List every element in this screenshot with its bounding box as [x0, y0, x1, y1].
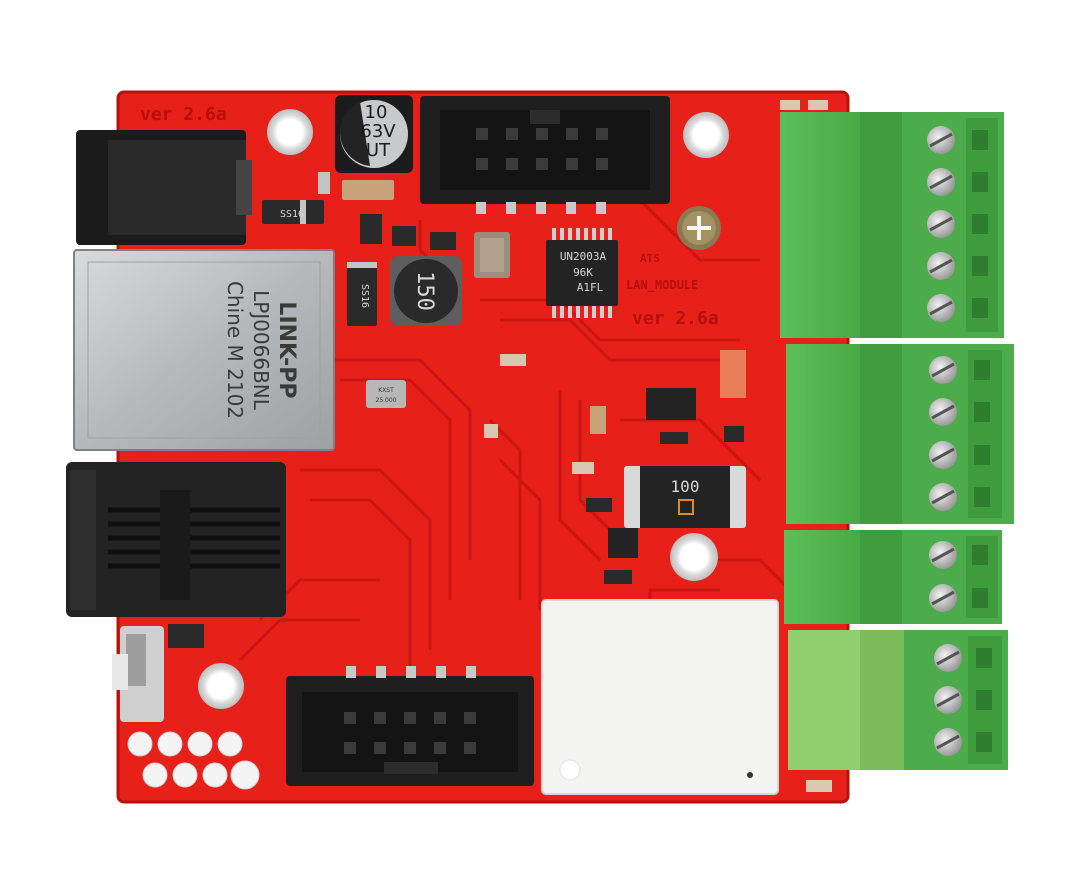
- ic-lot-code: A1FL: [577, 281, 604, 294]
- ic-part-number: UN2003A: [560, 250, 607, 263]
- rj45-ethernet-jack: LINK-PP LPJ0066BNL Chine M 2102: [73, 249, 335, 451]
- terminal-block-4pin: [786, 344, 1014, 524]
- test-pads: [127, 731, 260, 790]
- version-label-right: ver 2.6a: [632, 308, 719, 329]
- trimmer-potentiometer: [677, 206, 721, 250]
- crystal-oscillator: KXST 25.000: [366, 380, 406, 408]
- terminal-block-3pin: [788, 630, 1008, 770]
- capacitor-value: 10: [365, 102, 388, 123]
- dc-power-jack: [76, 130, 252, 245]
- electrolytic-capacitor: 10 63V UT: [335, 95, 413, 173]
- ethernet-origin: Chine M 2102: [223, 281, 247, 419]
- crystal-marking-2: 25.000: [376, 397, 397, 404]
- fuse-marking: 100: [671, 477, 700, 496]
- capacitor-voltage: 63V: [360, 121, 396, 142]
- power-inductor: 150: [390, 256, 462, 326]
- idc-header-bottom: [286, 666, 534, 786]
- idc-header-top: [420, 96, 670, 214]
- resettable-fuse: 100: [624, 466, 746, 528]
- version-label-top: ver 2.6a: [140, 104, 227, 125]
- silkscreen: ver 2.6a ver 2.6a ATS LAN_MODULE: [140, 104, 719, 329]
- driver-ic: UN2003A 96K A1FL: [546, 228, 618, 318]
- module-label: LAN_MODULE: [626, 278, 698, 293]
- smd-components: [168, 100, 832, 792]
- diode-ss16-top: SS16: [262, 200, 324, 224]
- diode-left-marking: SS16: [359, 284, 370, 308]
- ic-date-code: 96K: [573, 266, 593, 279]
- inductor-marking: 150: [412, 271, 437, 311]
- ethernet-part-number: LPJ0066BNL: [249, 290, 273, 411]
- diode-ss16-left: SS16: [347, 262, 377, 326]
- mounting-holes: [198, 109, 729, 709]
- crystal-marking-1: KXST: [378, 387, 394, 394]
- slide-switch: [112, 626, 164, 722]
- terminal-block-2pin: [784, 530, 1002, 624]
- capacitor-series: UT: [366, 140, 391, 161]
- terminal-block-5pin-top: [780, 112, 1004, 338]
- ethernet-brand: LINK-PP: [274, 301, 299, 398]
- rj12-jack: [66, 462, 286, 617]
- diode-top-marking: SS16: [280, 209, 304, 220]
- ats-label: ATS: [640, 252, 660, 265]
- relay: [541, 599, 779, 795]
